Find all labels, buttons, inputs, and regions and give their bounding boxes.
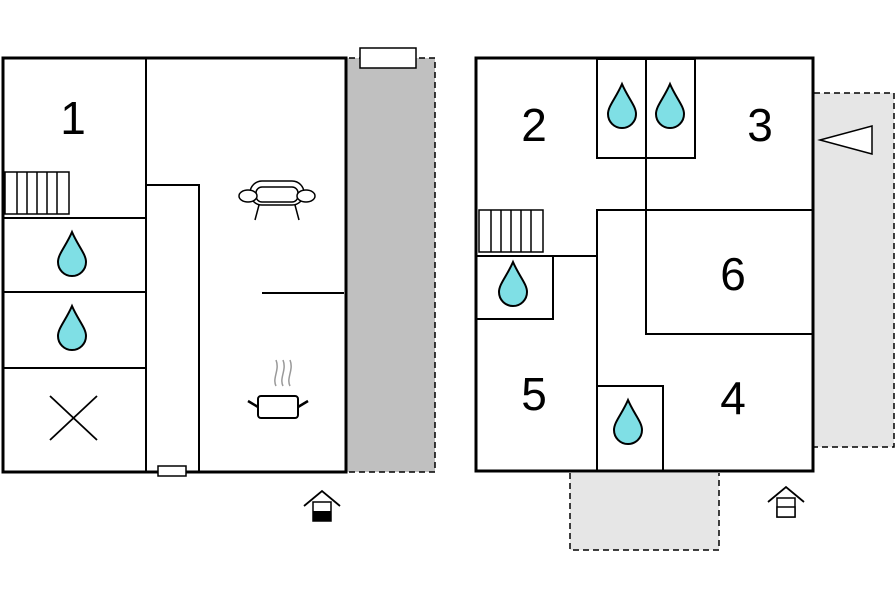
terrace-bottom-outline	[569, 473, 720, 551]
upper-floor: 2 3 4 5 6	[474, 56, 895, 551]
wall	[146, 184, 200, 472]
terrace-bottom	[570, 473, 719, 550]
water-drop-icon	[654, 81, 686, 129]
terrace-right-outline	[814, 92, 895, 448]
stairs-icon	[4, 171, 70, 215]
room-label-6: 6	[720, 248, 746, 300]
ground-floor: 1	[1, 47, 436, 522]
room-label-2: 2	[521, 99, 547, 151]
cooking-pot-icon	[247, 359, 309, 419]
terrace-dark	[347, 58, 435, 472]
room-label-5: 5	[521, 368, 547, 420]
direction-arrow-icon	[817, 125, 873, 155]
entrance-icon	[767, 485, 805, 518]
cross-icon	[49, 395, 98, 441]
bathroom-wall	[596, 385, 664, 472]
door-bottom	[157, 465, 187, 477]
sofa-icon	[238, 180, 316, 221]
wall	[477, 256, 554, 320]
terrace-right	[814, 93, 894, 447]
room-label-1: 1	[60, 92, 86, 144]
water-drop-icon	[612, 397, 644, 445]
entrance-icon	[303, 489, 341, 522]
water-drop-icon	[497, 259, 529, 307]
water-drop-icon	[56, 229, 88, 277]
stairs-icon	[478, 209, 544, 253]
wall	[596, 209, 812, 471]
water-drop-icon	[56, 303, 88, 351]
water-drop-icon	[606, 81, 638, 129]
room-label-4: 4	[720, 372, 746, 424]
room-label-3: 3	[747, 99, 773, 151]
window-top	[359, 47, 417, 69]
